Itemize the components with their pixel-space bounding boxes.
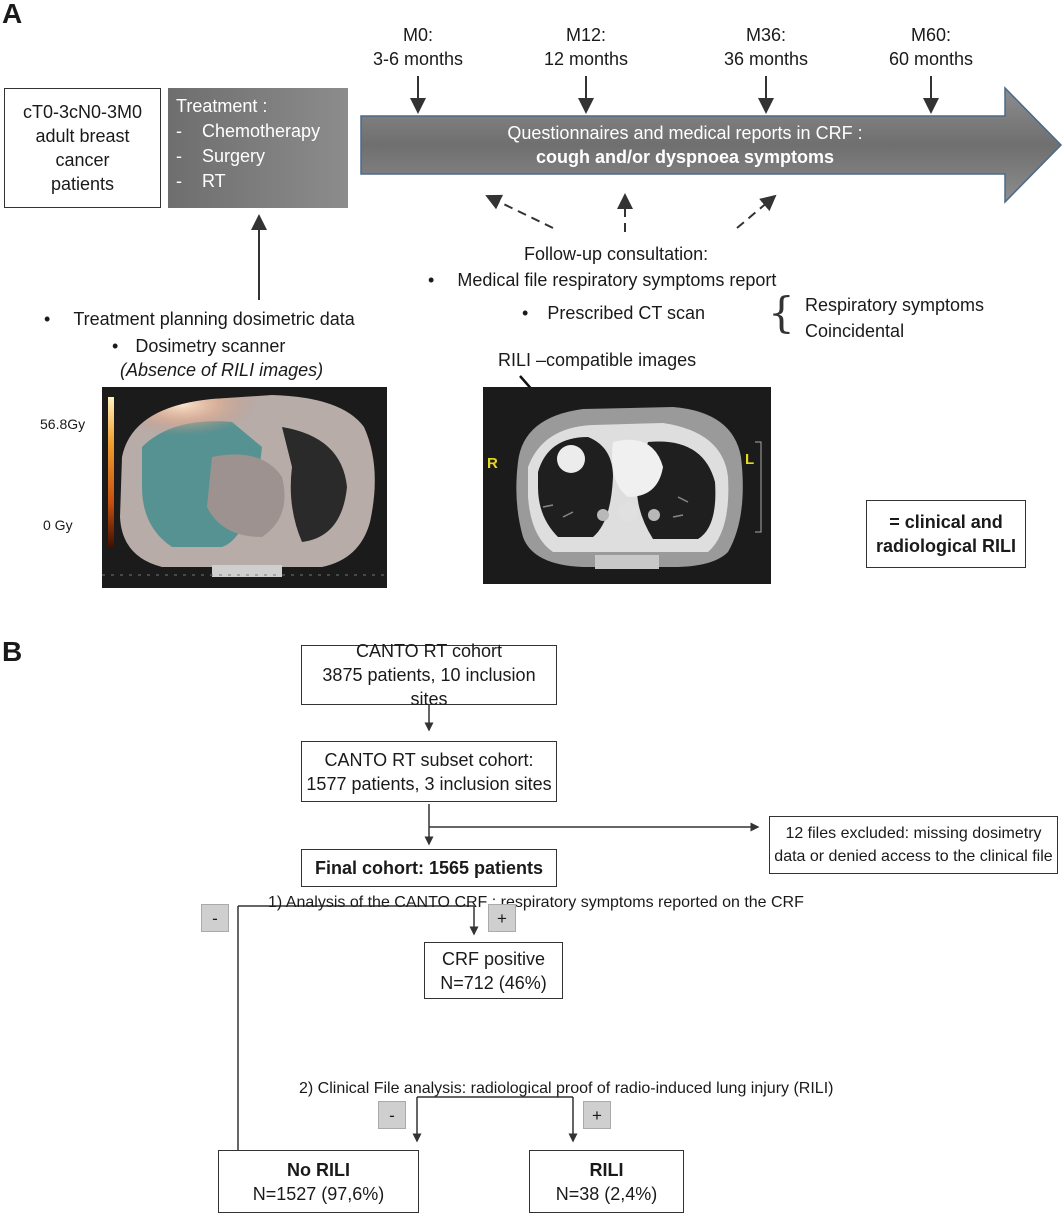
patients-line: patients: [50, 174, 115, 194]
dash-glyph: -: [176, 146, 182, 166]
definition-line: = clinical and: [889, 512, 1003, 532]
treatment-item: -RT: [176, 169, 340, 194]
minus-sign-2: -: [378, 1101, 406, 1129]
treatment-item: -Surgery: [176, 144, 340, 169]
rili-images-label: RILI –compatible images: [498, 350, 697, 370]
timeline-arrow: [360, 86, 1063, 204]
planning-item-1-label: Treatment planning dosimetric data: [73, 309, 355, 329]
rili-box: RILI N=38 (2,4%): [529, 1150, 684, 1213]
timepoint-label: 12 months: [543, 49, 629, 69]
followup-item-2: • Prescribed CT scan: [522, 301, 705, 325]
box-line: 1577 patients, 3 inclusion sites: [306, 773, 552, 794]
bullet-glyph: •: [522, 303, 529, 323]
no-rili-title: No RILI: [287, 1159, 350, 1180]
patients-line: cT0-3cN0-3M0: [22, 102, 143, 122]
box-line: CANTO RT subset cohort:: [324, 749, 534, 770]
definition-box: = clinical and radiological RILI: [866, 500, 1026, 568]
timepoint-code: M36:: [745, 25, 787, 45]
panel-a-letter: A: [2, 0, 23, 29]
treatment-item-label: Surgery: [202, 146, 266, 166]
bullet-glyph: •: [428, 270, 435, 290]
step1-label: 1) Analysis of the CANTO CRF : respirato…: [268, 894, 804, 911]
treatment-item-label: Chemotherapy: [202, 121, 321, 141]
box-line: N=712 (46%): [440, 972, 547, 993]
ct-reasons: Respiratory symptoms Coincidental: [805, 292, 984, 344]
ct-reason: Respiratory symptoms: [805, 295, 985, 315]
definition-line: radiological RILI: [875, 536, 1017, 556]
followup-title: Follow-up consultation:: [524, 244, 709, 264]
timepoint-label: 36 months: [723, 49, 809, 69]
planning-note: (Absence of RILI images): [120, 360, 324, 380]
arrow-text-line1: Questionnaires and medical reports in CR…: [507, 123, 863, 143]
treatment-item-label: RT: [202, 171, 226, 191]
timepoint-label: 3-6 months: [372, 49, 464, 69]
panel-b-letter: B: [2, 636, 23, 667]
timeline-arrow-text: Questionnaires and medical reports in CR…: [380, 121, 990, 169]
patients-line: cancer: [55, 150, 110, 170]
excluded-box: 12 files excluded: missing dosimetry dat…: [769, 816, 1058, 874]
dose-min-label: 0 Gy: [43, 517, 73, 533]
step2-label: 2) Clinical File analysis: radiological …: [299, 1080, 834, 1097]
followup-item-2-label: Prescribed CT scan: [547, 303, 706, 323]
timepoint-m12: M12: 12 months: [526, 23, 646, 71]
timepoint-m60: M60: 60 months: [870, 23, 992, 71]
treatment-box: Treatment : -Chemotherapy -Surgery -RT: [168, 88, 348, 208]
box-line: CRF positive: [441, 948, 546, 969]
dose-max-label: 56.8Gy: [40, 416, 86, 432]
dash-glyph: -: [176, 171, 182, 191]
timepoint-m36: M36: 36 months: [706, 23, 826, 71]
followup-item-1-label: Medical file respiratory symptoms report: [457, 270, 777, 290]
crf-positive-box: CRF positive N=712 (46%): [424, 942, 563, 999]
ct-reason: Coincidental: [805, 321, 905, 341]
bullet-glyph: •: [44, 309, 51, 329]
patients-box: cT0-3cN0-3M0 adult breast cancer patient…: [4, 88, 161, 208]
treatment-title: Treatment :: [176, 96, 268, 116]
canto-cohort-box: CANTO RT cohort 3875 patients, 10 inclus…: [301, 641, 557, 709]
ct-scan-image: R L: [483, 387, 771, 584]
subset-cohort-box: CANTO RT subset cohort: 1577 patients, 3…: [301, 741, 557, 802]
planning-item-2: • Dosimetry scanner: [112, 334, 285, 358]
timepoint-code: M12:: [565, 25, 607, 45]
rili-value: N=38 (2,4%): [555, 1183, 658, 1204]
timepoint-code: M60:: [910, 25, 952, 45]
no-rili-value: N=1527 (97,6%): [252, 1183, 385, 1204]
scan-l-label: L: [745, 451, 755, 468]
dosimetry-scan-graphic: [102, 387, 387, 588]
bullet-glyph: •: [112, 336, 119, 356]
scan-r-label: R: [487, 455, 498, 472]
dosimetry-scan-image: [102, 387, 387, 588]
box-line: 12 files excluded: missing dosimetry: [785, 825, 1042, 842]
final-cohort-box: Final cohort: 1565 patients: [301, 849, 557, 887]
no-rili-box: No RILI N=1527 (97,6%): [218, 1150, 419, 1213]
planning-item-2-label: Dosimetry scanner: [135, 336, 286, 356]
brace-glyph: {: [768, 288, 795, 337]
patients-line: adult breast: [35, 126, 130, 146]
treatment-item: -Chemotherapy: [176, 119, 340, 144]
dash-glyph: -: [176, 121, 182, 141]
minus-sign-1: -: [201, 904, 229, 932]
box-line: data or denied access to the clinical fi…: [774, 848, 1053, 865]
ct-scan-graphic: [483, 387, 771, 584]
timepoint-label: 60 months: [888, 49, 974, 69]
plus-sign-1: +: [488, 904, 516, 932]
planning-item-1: • Treatment planning dosimetric data: [44, 307, 355, 331]
box-line: 3875 patients, 10 inclusion sites: [322, 665, 536, 709]
rili-title: RILI: [589, 1159, 624, 1180]
arrow-text-line2: cough and/or dyspnoea symptoms: [535, 147, 835, 167]
timepoint-code: M0:: [402, 25, 433, 45]
plus-sign-2: +: [583, 1101, 611, 1129]
timepoint-m0: M0: 3-6 months: [363, 23, 473, 71]
box-line: Final cohort: 1565 patients: [314, 858, 544, 878]
followup-item-1: • Medical file respiratory symptoms repo…: [428, 268, 776, 292]
box-line: CANTO RT cohort: [355, 641, 503, 661]
